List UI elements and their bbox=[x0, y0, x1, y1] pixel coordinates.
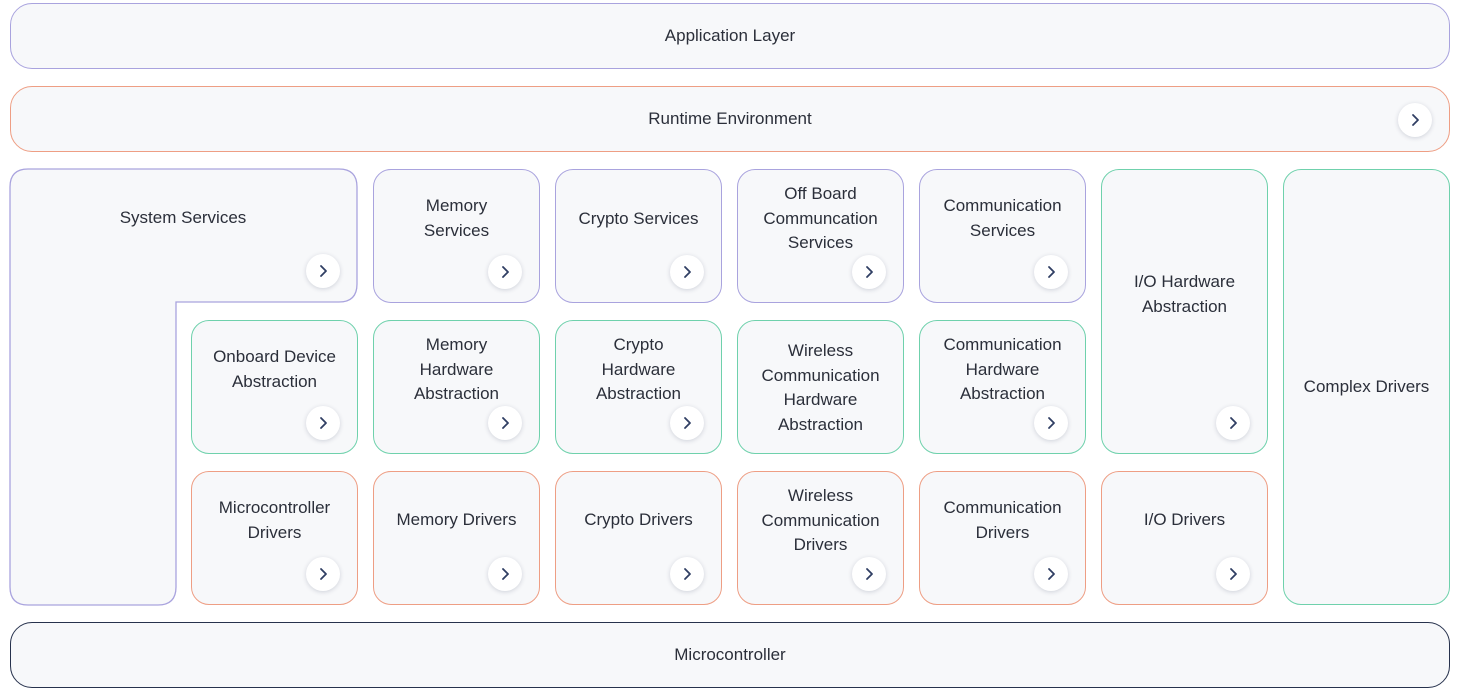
communication-hardware-abstraction[interactable]: Communication Hardware Abstraction bbox=[919, 320, 1086, 454]
io-drivers[interactable]: I/O Drivers bbox=[1101, 471, 1268, 605]
io-drivers-label: I/O Drivers bbox=[1143, 510, 1226, 529]
memory-services[interactable]: Memory Services bbox=[373, 169, 540, 303]
wireless-communication-hardware-abstraction[interactable]: Wireless Communication Hardware Abstract… bbox=[737, 320, 904, 454]
chevron-right-icon[interactable] bbox=[1034, 255, 1068, 289]
io-hardware-abstraction-label: I/O Hardware Abstraction bbox=[1133, 272, 1236, 316]
off-board-communication-services[interactable]: Off Board Communcation Services bbox=[737, 169, 904, 303]
chevron-right-icon[interactable] bbox=[488, 255, 522, 289]
chevron-right-icon[interactable] bbox=[306, 557, 340, 591]
complex-drivers-label: Complex Drivers bbox=[1303, 376, 1430, 396]
chevron-right-icon[interactable] bbox=[306, 406, 340, 440]
chevron-right-icon[interactable] bbox=[488, 406, 522, 440]
communication-drivers-label: Communication Drivers bbox=[943, 498, 1062, 542]
runtime-environment-label: Runtime Environment bbox=[648, 108, 812, 128]
crypto-drivers-label: Crypto Drivers bbox=[584, 510, 693, 529]
microcontroller-drivers[interactable]: Microcontroller Drivers bbox=[191, 471, 358, 605]
crypto-hardware-abstraction[interactable]: Crypto Hardware Abstraction bbox=[555, 320, 722, 454]
chevron-right-icon[interactable] bbox=[1216, 557, 1250, 591]
memory-hardware-abstraction-label: Memory Hardware Abstraction bbox=[413, 335, 500, 403]
microcontroller-drivers-label: Microcontroller Drivers bbox=[218, 498, 331, 542]
crypto-hardware-abstraction-label: Crypto Hardware Abstraction bbox=[595, 335, 682, 403]
chevron-right-icon[interactable] bbox=[1034, 557, 1068, 591]
crypto-drivers[interactable]: Crypto Drivers bbox=[555, 471, 722, 605]
system-services-label: System Services bbox=[119, 208, 247, 227]
communication-services[interactable]: Communication Services bbox=[919, 169, 1086, 303]
application-layer[interactable]: Application Layer bbox=[10, 3, 1450, 69]
chevron-right-icon[interactable] bbox=[1398, 103, 1432, 137]
microcontroller-layer[interactable]: Microcontroller bbox=[10, 622, 1450, 688]
crypto-services-label: Crypto Services bbox=[578, 209, 699, 228]
runtime-environment[interactable]: Runtime Environment bbox=[10, 86, 1450, 152]
memory-hardware-abstraction[interactable]: Memory Hardware Abstraction bbox=[373, 320, 540, 454]
chevron-right-icon[interactable] bbox=[852, 255, 886, 289]
complex-drivers[interactable]: Complex Drivers bbox=[1283, 169, 1450, 605]
communication-hardware-abstraction-label: Communication Hardware Abstraction bbox=[943, 335, 1062, 403]
communication-services-label: Communication Services bbox=[943, 196, 1062, 240]
chevron-right-icon[interactable] bbox=[852, 557, 886, 591]
wireless-communication-drivers-label: Wireless Communication Drivers bbox=[761, 486, 880, 554]
memory-services-label: Memory Services bbox=[423, 196, 490, 240]
chevron-right-icon[interactable] bbox=[670, 255, 704, 289]
wireless-communication-hardware-abstraction-label: Wireless Communication Hardware Abstract… bbox=[761, 341, 880, 434]
wireless-communication-drivers[interactable]: Wireless Communication Drivers bbox=[737, 471, 904, 605]
chevron-right-icon[interactable] bbox=[1034, 406, 1068, 440]
io-hardware-abstraction[interactable]: I/O Hardware Abstraction bbox=[1101, 169, 1268, 454]
chevron-right-icon[interactable] bbox=[670, 406, 704, 440]
chevron-right-icon[interactable] bbox=[306, 254, 340, 288]
crypto-services[interactable]: Crypto Services bbox=[555, 169, 722, 303]
off-board-communication-services-label: Off Board Communcation Services bbox=[763, 184, 878, 252]
memory-drivers-label: Memory Drivers bbox=[396, 510, 517, 529]
chevron-right-icon[interactable] bbox=[670, 557, 704, 591]
application-layer-label: Application Layer bbox=[664, 25, 796, 45]
microcontroller-layer-label: Microcontroller bbox=[674, 644, 786, 664]
onboard-device-abstraction[interactable]: Onboard Device Abstraction bbox=[191, 320, 358, 454]
chevron-right-icon[interactable] bbox=[1216, 406, 1250, 440]
communication-drivers[interactable]: Communication Drivers bbox=[919, 471, 1086, 605]
chevron-right-icon[interactable] bbox=[488, 557, 522, 591]
memory-drivers[interactable]: Memory Drivers bbox=[373, 471, 540, 605]
onboard-device-abstraction-label: Onboard Device Abstraction bbox=[213, 347, 336, 391]
